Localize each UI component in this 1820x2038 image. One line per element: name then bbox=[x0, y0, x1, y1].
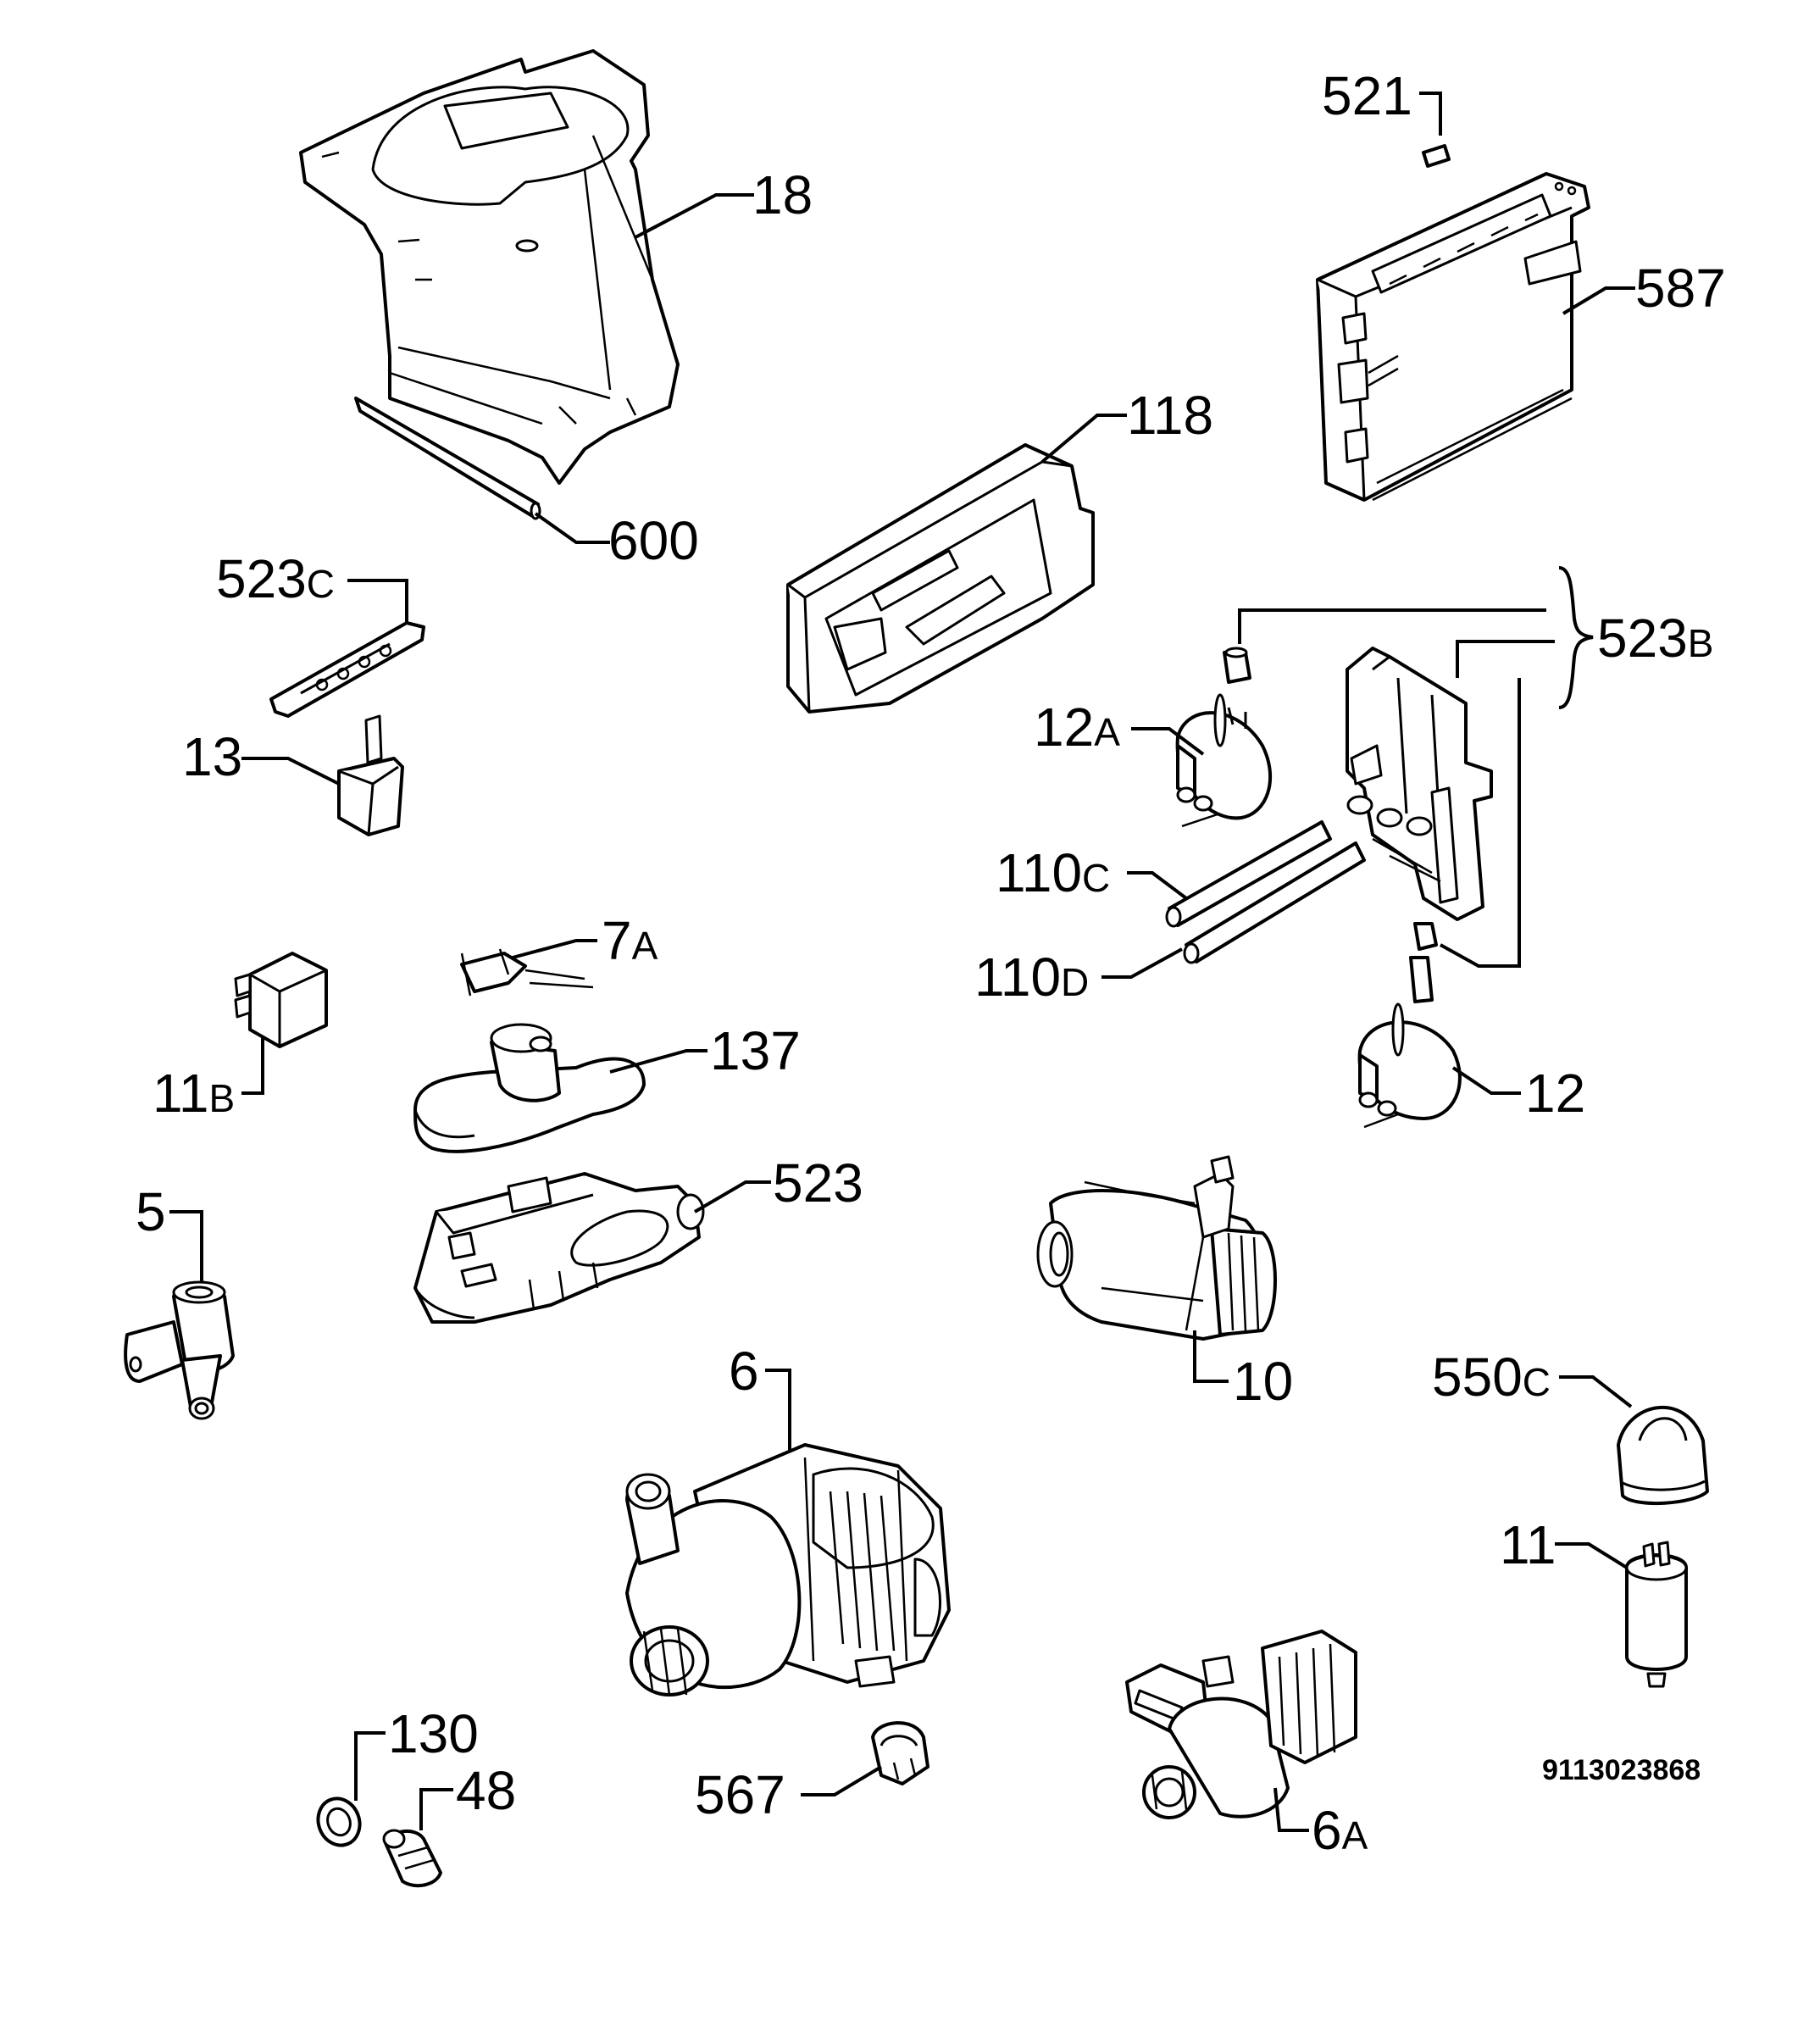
label-18: 18 bbox=[752, 164, 813, 225]
part-7a-heater-switch bbox=[460, 939, 597, 997]
part-13-switch bbox=[241, 714, 404, 836]
part-12-pressure-switch bbox=[1357, 922, 1521, 1129]
label-600: 600 bbox=[608, 510, 699, 571]
label-137: 137 bbox=[710, 1020, 801, 1081]
label-6a: 6A bbox=[1312, 1800, 1368, 1861]
part-10-heater bbox=[1036, 1155, 1277, 1383]
label-130: 130 bbox=[388, 1703, 479, 1764]
part-12a-pressure-switch bbox=[1131, 647, 1272, 828]
label-10: 10 bbox=[1233, 1351, 1293, 1412]
label-6: 6 bbox=[729, 1341, 759, 1402]
part-523c-bracket bbox=[269, 579, 425, 718]
label-5: 5 bbox=[136, 1181, 166, 1242]
part-6-pump-motor bbox=[625, 1369, 951, 1696]
brace-523b bbox=[1238, 566, 1594, 968]
label-13: 13 bbox=[182, 726, 242, 787]
label-11b: 11B bbox=[153, 1063, 235, 1124]
label-110d: 110D bbox=[974, 947, 1089, 1008]
part-523b-manifold bbox=[1346, 647, 1493, 921]
label-587: 587 bbox=[1635, 258, 1726, 319]
label-523c: 523C bbox=[216, 548, 335, 609]
label-7a: 7A bbox=[602, 910, 658, 971]
part-600-strip bbox=[354, 397, 610, 544]
part-567-clip bbox=[801, 1721, 929, 1796]
part-110c-tube bbox=[1127, 820, 1332, 928]
label-118: 118 bbox=[1127, 385, 1213, 446]
label-12a: 12A bbox=[1034, 697, 1120, 758]
reference-number: 9113023868 bbox=[1542, 1754, 1701, 1786]
label-523: 523 bbox=[773, 1152, 863, 1213]
part-521-connector bbox=[1419, 92, 1451, 168]
label-521: 521 bbox=[1322, 65, 1412, 126]
part-587-module bbox=[1316, 172, 1635, 502]
part-5-inlet-valve bbox=[124, 1210, 235, 1420]
part-11b-relay bbox=[234, 952, 328, 1095]
part-6a-drain-pump bbox=[1125, 1630, 1357, 1832]
label-12: 12 bbox=[1525, 1063, 1585, 1124]
part-18-duct bbox=[299, 49, 754, 485]
callout-labels: 18 600 118 521 587 523C 13 523B 12A 110C… bbox=[136, 65, 1726, 1861]
label-110c: 110C bbox=[996, 842, 1110, 903]
label-48: 48 bbox=[456, 1760, 516, 1821]
part-48-plug bbox=[382, 1788, 453, 1888]
part-523-chamber bbox=[413, 1172, 771, 1324]
part-118-panel bbox=[786, 414, 1127, 714]
label-567: 567 bbox=[695, 1764, 785, 1825]
label-11: 11 bbox=[1500, 1514, 1556, 1575]
part-110d-tube bbox=[1101, 841, 1366, 979]
part-550c-cap bbox=[1559, 1375, 1709, 1505]
label-550c: 550C bbox=[1432, 1347, 1551, 1408]
part-137-cover bbox=[413, 1023, 707, 1153]
label-523b: 523B bbox=[1597, 608, 1713, 669]
part-11-capacitor bbox=[1555, 1541, 1688, 1688]
part-130-ring bbox=[316, 1731, 386, 1847]
